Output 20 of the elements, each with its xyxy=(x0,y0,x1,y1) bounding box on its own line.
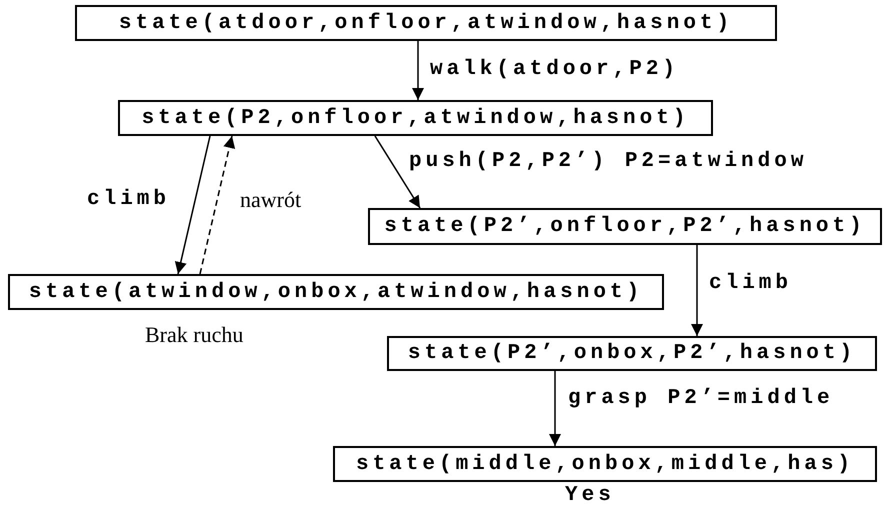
arrow xyxy=(174,136,211,274)
state-box xyxy=(387,336,877,371)
state-box xyxy=(75,5,777,41)
arrow xyxy=(412,41,424,100)
state-box xyxy=(8,274,664,310)
arrow xyxy=(374,136,421,208)
note-text: Brak ruchu xyxy=(145,322,244,348)
arrow xyxy=(549,371,561,446)
note-text: Yes xyxy=(565,484,615,507)
state-text: state(atdoor,onfloor,atwindow,hasnot) xyxy=(118,12,734,34)
state-text: state(middle,onbox,middle,has) xyxy=(356,452,854,476)
state-box xyxy=(118,100,713,136)
state-text: state(P2,onfloor,atwindow,hasnot) xyxy=(142,106,690,130)
state-text: state(P2’,onbox,P2’,hasnot) xyxy=(408,342,856,365)
arrow xyxy=(691,245,703,336)
state-box xyxy=(368,208,882,245)
arrow xyxy=(199,136,236,274)
state-text: state(P2’,onfloor,P2’,hasnot) xyxy=(384,215,866,238)
state-text: state(atwindow,onbox,atwindow,hasnot) xyxy=(28,280,644,304)
state-box xyxy=(333,446,877,482)
